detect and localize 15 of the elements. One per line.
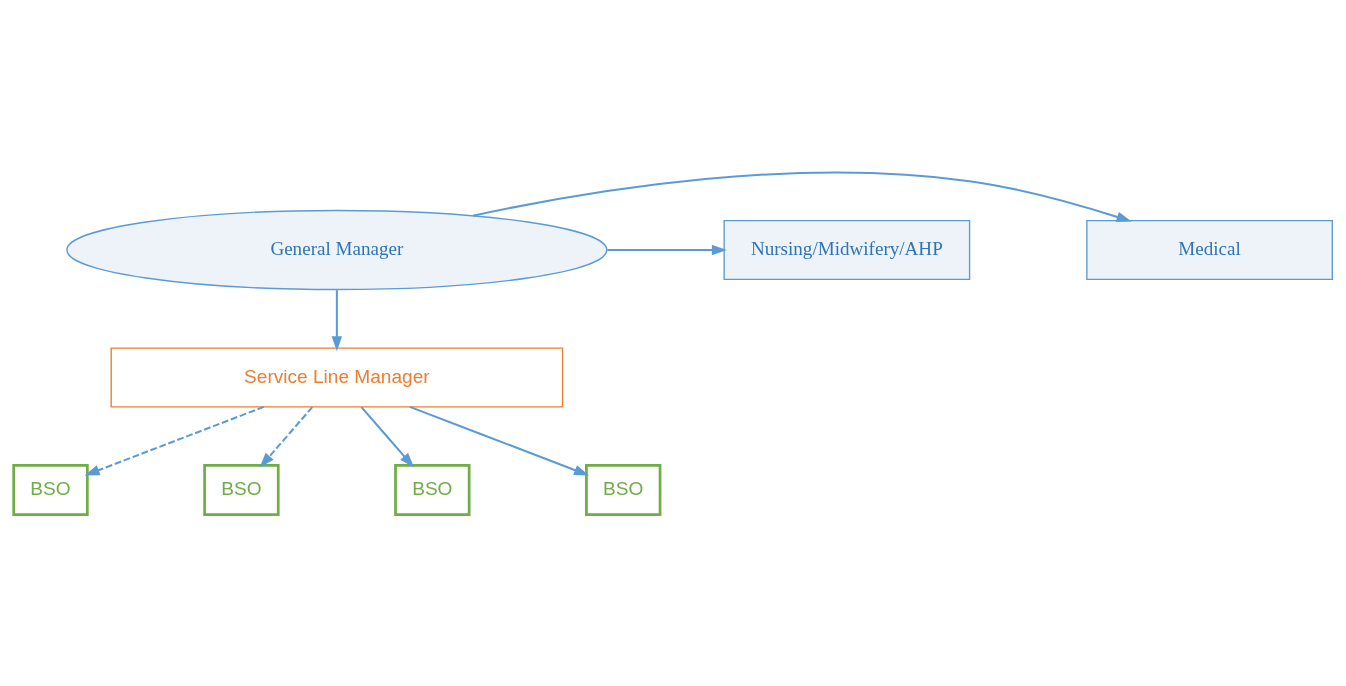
node-box: BSO	[394, 463, 471, 516]
arrow	[259, 405, 314, 468]
node-box: BSO	[12, 463, 89, 516]
node-box: BSO	[585, 463, 662, 516]
node-box: Service Line Manager	[110, 347, 564, 407]
arrow	[607, 244, 727, 255]
arrow	[331, 289, 343, 351]
arrow	[472, 171, 1132, 222]
arrow	[409, 405, 590, 476]
arrow	[360, 405, 415, 468]
node-ellipse: General Manager	[66, 209, 608, 290]
node-box: Medical	[1086, 219, 1333, 280]
node-box: Nursing/Midwifery/AHP	[723, 219, 971, 280]
arrow	[84, 405, 265, 476]
node-box: BSO	[203, 463, 280, 516]
